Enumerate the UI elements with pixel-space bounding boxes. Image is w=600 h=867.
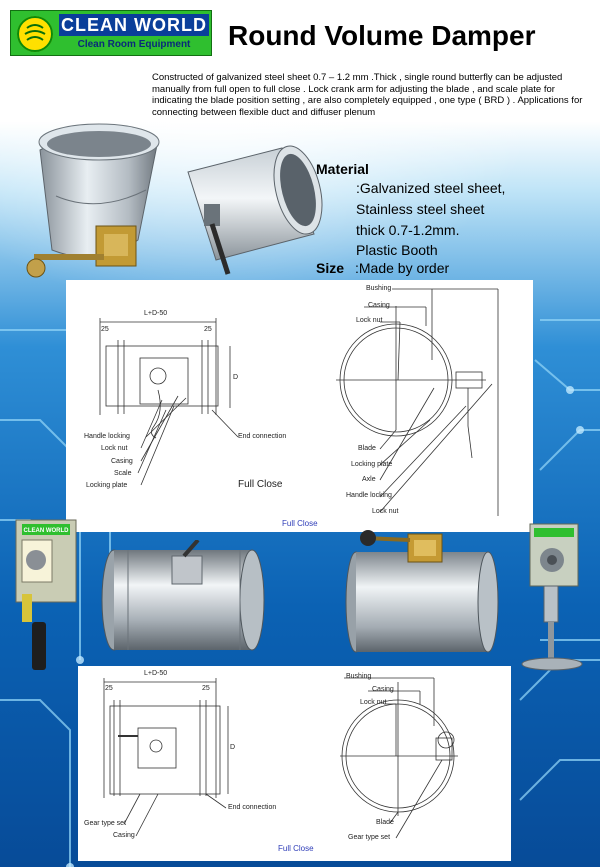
size-value: :Made by order [355,260,450,276]
dim-left-margin: 25 [101,326,109,333]
brand-name: CLEAN WORLD [59,14,209,36]
product-description: Constructed of galvanized steel sheet 0.… [152,72,583,118]
drawing-2-caption: Full Close [278,844,314,853]
label-locking-plate-front: Locking plate [351,461,393,468]
label-lock-nut: Lock nut [101,445,128,452]
view-title: Full Close [238,479,283,490]
label2-casing-front: Casing [372,686,394,693]
drawing-2-lines [103,677,458,839]
dim2-length: L+D-50 [144,670,168,677]
label2-bushing: Bushing [346,673,372,680]
label2-end-connection: End connection [228,804,277,811]
label-lock-nut-front: Lock nut [356,317,383,324]
label2-blade: Blade [376,819,394,826]
label-axle: Axle [362,476,376,483]
label-scale: Scale [114,470,132,477]
label2-gear-type-set-front: Gear type set [348,834,391,841]
label2-gear-type-set: Gear type set [84,820,127,827]
drawing-1-lines [99,288,499,516]
damper-crank-photo [26,123,160,278]
damper-side-photo [187,145,323,275]
technical-drawing-1: L+D-50 25 25 D Handle locking Lock nut C… [66,280,533,532]
brand-tagline: Clean Room Equipment [77,39,191,50]
material-line-3: thick 0.7-1.2mm. [356,222,460,238]
scale-plate-photo: CLEAN WORLD [15,519,77,670]
technical-drawing-2: L+D-50 25 25 D Gear type set Casing End … [78,666,511,861]
label-end-connection: End connection [238,433,287,440]
label-bushing: Bushing [366,285,392,292]
label-locking-plate: Locking plate [86,482,128,489]
material-line-2: Stainless steel sheet [356,201,485,217]
size-label: Size [316,260,345,276]
dim2-diameter: D [230,744,236,751]
dim2-right-margin: 25 [202,685,210,692]
label-lock-nut-bottom: Lock nut [372,508,399,515]
dim-diameter: D [233,374,239,381]
scale-plate-badge: CLEAN WORLD [24,528,70,534]
label2-casing: Casing [113,832,135,839]
label-casing-front: Casing [368,302,390,309]
page-title: Round Volume Damper [228,20,536,51]
logo-swirl-icon [17,16,53,52]
brand-logo: CLEAN WORLD Clean Room Equipment [10,10,212,56]
drawing-1-caption: Full Close [282,519,318,528]
damper-crank-top-photo [345,530,499,653]
dim-right-margin: 25 [204,326,212,333]
gear-box-photo [521,523,583,671]
label-blade: Blade [358,445,376,452]
dim-length: L+D-50 [144,310,168,317]
material-line-1: :Galvanized steel sheet, [356,180,506,196]
label-casing: Casing [111,458,133,465]
material-label: Material [316,161,369,177]
material-line-4: Plastic Booth [356,242,438,258]
dim2-left-margin: 25 [105,685,113,692]
damper-lever-photo [101,540,265,651]
label2-lock-nut: Lock nut [360,699,387,706]
label-handle-locking-front: Handle locking [346,492,392,499]
label-handle-locking: Handle locking [84,433,130,440]
